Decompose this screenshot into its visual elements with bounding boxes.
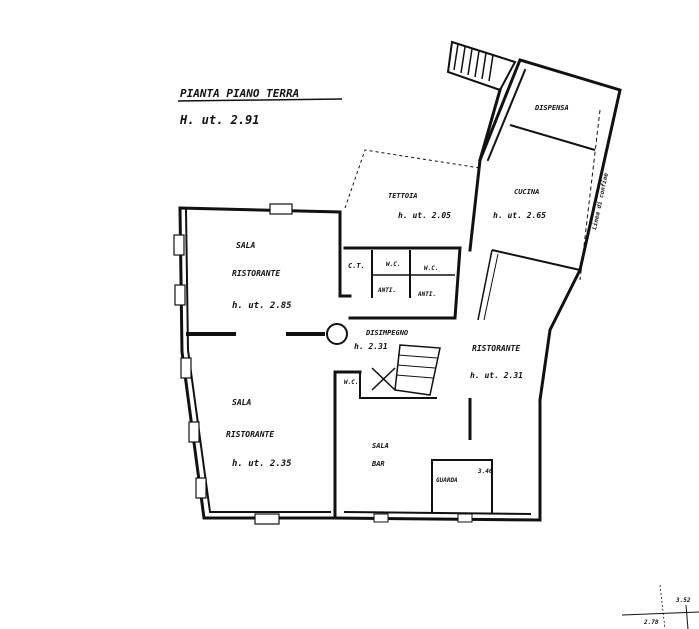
sala-ristorante-1-line2: RISTORANTE (232, 269, 280, 278)
sala-ristorante-2-line2: RISTORANTE (226, 430, 274, 439)
exterior-stair (446, 40, 517, 92)
ristorante-label: RISTORANTE (472, 344, 520, 353)
corner-mark-b: 2.78 (643, 619, 659, 626)
tettoia-height: h. ut. 2.05 (398, 211, 451, 220)
sala-ristorante-1-height: h. ut. 2.85 (232, 301, 292, 311)
anti1-label: ANTI. (377, 287, 396, 294)
sala-bar-line1: SALA (372, 442, 389, 450)
guardaroba-extra: 3.46 (477, 468, 493, 475)
title-underline (177, 98, 343, 102)
sala-bar-line2: BAR (371, 460, 385, 468)
ristorante-height: h. ut. 2.31 (470, 371, 523, 380)
cucina-height: h. ut. 2.65 (493, 211, 546, 220)
disimpegno-height: h. 2.31 (354, 342, 388, 351)
room-labels: SALA RISTORANTE h. ut. 2.85 SALA RISTORA… (226, 104, 610, 484)
dispensa-label: DISPENSA (534, 104, 569, 112)
ct-label: C.T. (348, 262, 365, 270)
anti2-label: ANTI. (417, 291, 436, 298)
plan-height: H. ut. 2.91 (179, 113, 259, 127)
disimpegno-label: DISIMPEGNO (365, 329, 408, 337)
sala-ristorante-1-line1: SALA (236, 241, 255, 250)
wc1-label: W.C. (386, 261, 400, 268)
interior-stair (359, 344, 441, 399)
walls (173, 40, 622, 525)
cucina-label: CUCINA (514, 188, 539, 196)
sala-ristorante-2-height: h. ut. 2.35 (232, 459, 292, 469)
wc2-label: W.C. (424, 265, 438, 272)
title-block: PIANTA PIANO TERRA H. ut. 2.91 (177, 87, 343, 127)
corner-mark-a: 3.52 (675, 597, 691, 604)
guardaroba-label: GUARDA (436, 477, 458, 484)
corner-fragment: 3.52 2.78 (621, 584, 699, 629)
wc3-label: W.C. (344, 379, 358, 386)
plan-title: PIANTA PIANO TERRA (180, 87, 299, 100)
sala-ristorante-2-line1: SALA (232, 398, 251, 407)
tettoia-label: TETTOIA (388, 192, 418, 200)
